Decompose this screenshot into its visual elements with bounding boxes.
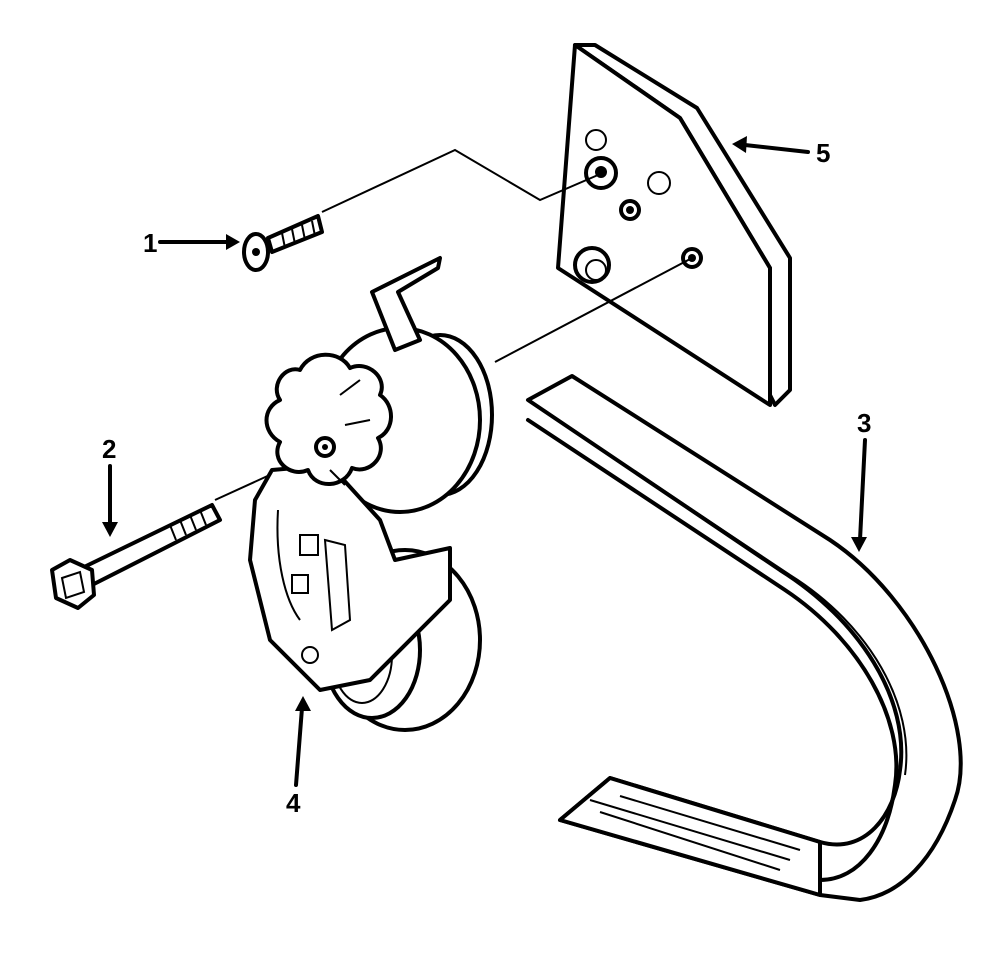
callout-number-5: 5 [816,138,830,168]
callout-number-4: 4 [286,788,301,818]
arm-slot [299,534,319,556]
belt-tensioner[interactable] [248,256,494,732]
bracket-hole [647,171,671,195]
bracket-hole [573,246,611,284]
flange-bolt-small[interactable] [242,214,324,272]
bracket-hole [626,206,634,214]
callout-5: 5 [732,136,830,168]
bracket-hole [585,129,607,151]
callout-number-1: 1 [143,228,157,258]
callout-number-3: 3 [857,408,871,438]
callout-1: 1 [143,228,240,258]
mounting-bracket[interactable] [556,43,792,407]
callout-number-2: 2 [102,434,116,464]
callout-3: 3 [851,408,871,552]
hex-bolt-long[interactable] [50,503,222,610]
bracket-hole [585,259,607,281]
arm-slot [291,574,309,594]
callout-4: 4 [286,696,311,818]
drive-belt[interactable] [526,374,963,902]
callout-2: 2 [102,434,118,537]
